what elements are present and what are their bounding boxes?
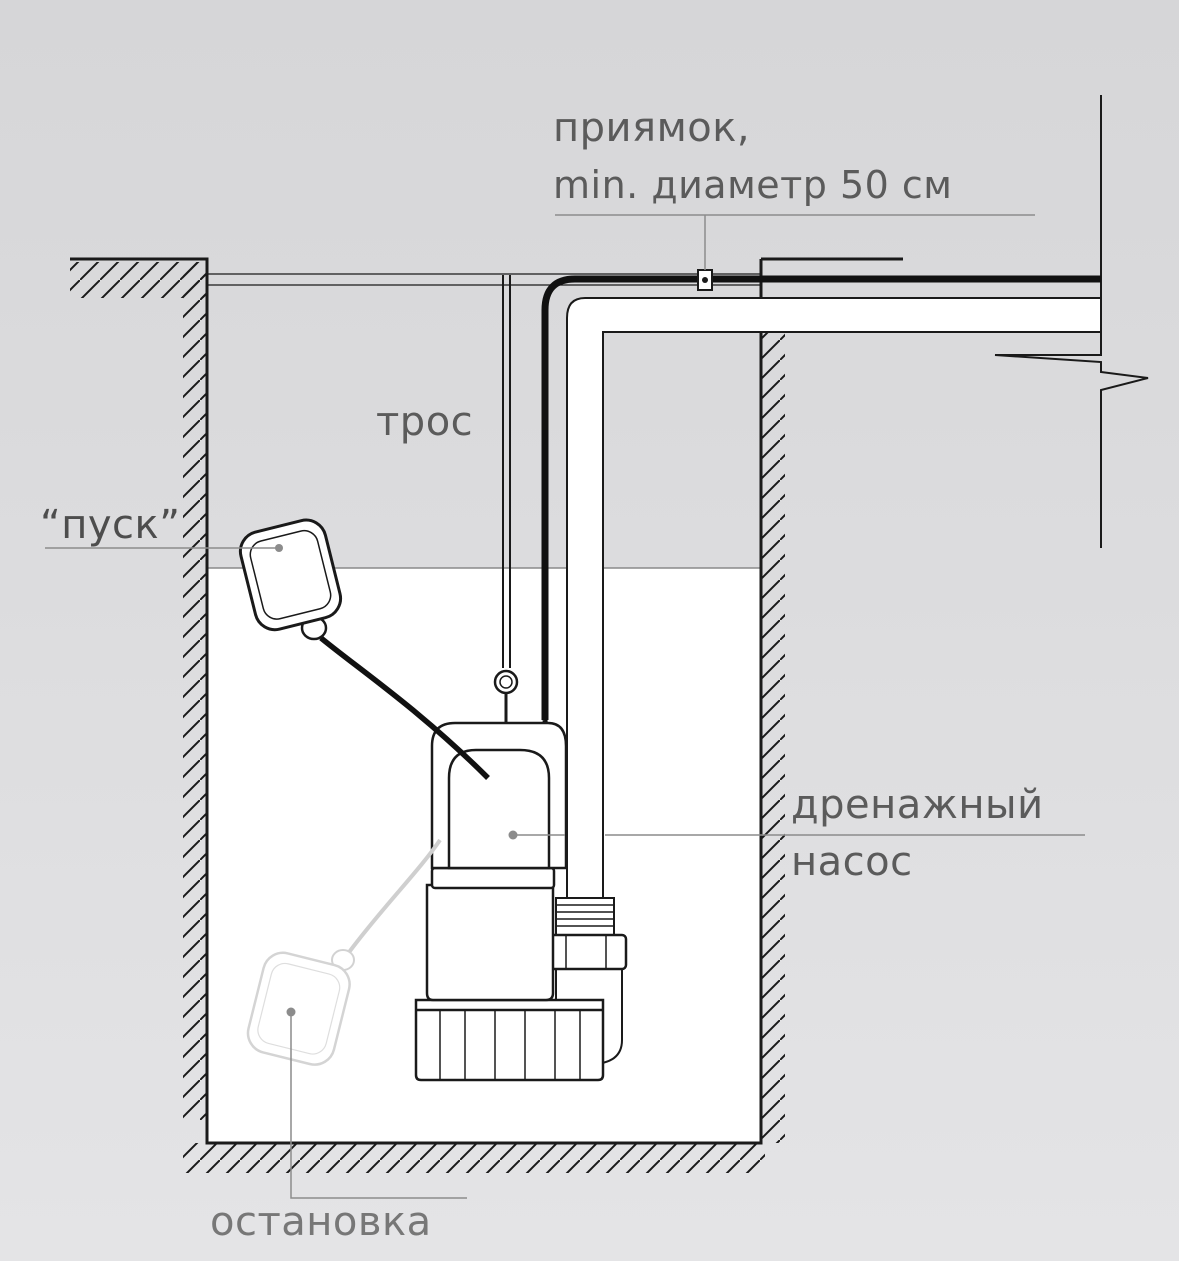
leader-dots <box>275 544 518 1017</box>
label-stop-float: остановка <box>210 1199 432 1245</box>
stop-float <box>246 838 442 1066</box>
label-pit-line2: min. диаметр 50 см <box>553 163 953 207</box>
pit-cover <box>207 273 761 286</box>
label-pump-line1: дренажный <box>791 782 1044 828</box>
building-wall <box>994 95 1149 548</box>
cable-clip-icon <box>697 269 713 291</box>
label-pump-line2: насос <box>791 839 913 885</box>
rope <box>493 275 519 722</box>
label-pit-line1: приямок, <box>553 105 751 151</box>
leader-lines <box>45 214 1085 1199</box>
pump-ribs <box>439 1010 581 1080</box>
ground-hatching <box>70 262 785 1173</box>
label-start-float: “пуск” <box>40 502 181 548</box>
label-rope: трос <box>376 399 474 445</box>
